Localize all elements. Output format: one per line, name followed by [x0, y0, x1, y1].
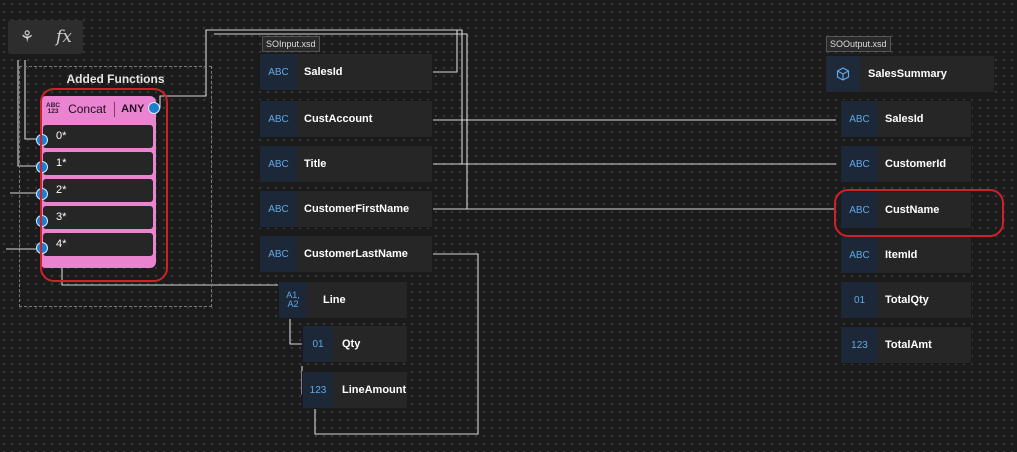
- function-input-2[interactable]: 2*: [43, 179, 153, 202]
- function-input-4[interactable]: 4*: [43, 233, 153, 256]
- string-type-icon: ABC: [260, 191, 297, 227]
- concat-highlight: [40, 88, 168, 282]
- function-input-1[interactable]: 1*: [43, 152, 153, 175]
- added-functions-panel: Added Functions: [19, 66, 212, 307]
- function-input-0[interactable]: 0*: [43, 125, 153, 148]
- number-type-icon: 123: [841, 327, 878, 363]
- string-type-icon: ABC: [260, 101, 297, 137]
- string-type-icon: ABC: [841, 146, 878, 182]
- function-name: Concat: [68, 102, 107, 116]
- target-field-totalqty[interactable]: 01 TotalQty: [841, 282, 971, 318]
- input-label: 4*: [56, 238, 67, 250]
- string-type-icon: ABC: [260, 236, 297, 272]
- concat-header[interactable]: ABC 123 Concat ANY: [40, 96, 156, 122]
- schema-tree-button[interactable]: ⚘: [14, 24, 40, 50]
- output-type: ANY: [121, 103, 145, 115]
- source-array-line[interactable]: A1, A2 Line: [279, 282, 407, 318]
- string-number-type-icon: ABC 123: [46, 101, 61, 115]
- field-name: Title: [304, 158, 327, 170]
- boolean-type-icon: 01: [303, 326, 333, 362]
- custname-highlight: [834, 189, 1004, 237]
- field-name: TotalAmt: [885, 339, 932, 351]
- input-port-2[interactable]: [36, 188, 48, 200]
- input-port-4[interactable]: [36, 242, 48, 254]
- field-name: SalesId: [885, 113, 924, 125]
- source-field-lineamount[interactable]: 123 LineAmount: [303, 372, 407, 408]
- field-name: CustomerId: [885, 158, 947, 170]
- input-port-0[interactable]: [36, 134, 48, 146]
- field-name: TotalQty: [885, 294, 929, 306]
- field-name: CustAccount: [304, 113, 373, 125]
- source-schema-tab[interactable]: SOInput.xsd: [262, 36, 320, 52]
- source-field-custaccount[interactable]: ABC CustAccount: [260, 101, 432, 137]
- target-field-customerid[interactable]: ABC CustomerId: [841, 146, 971, 182]
- array-type-icon: A1, A2: [279, 282, 307, 318]
- number-type-icon: 123: [303, 372, 333, 408]
- source-field-customerlastname[interactable]: ABC CustomerLastName: [260, 236, 432, 272]
- field-name: CustomerLastName: [304, 248, 408, 260]
- mapper-toolbar: ⚘ fx: [8, 20, 83, 54]
- source-field-customerfirstname[interactable]: ABC CustomerFirstName: [260, 191, 432, 227]
- field-name: CustName: [885, 204, 940, 216]
- input-label: 3*: [56, 211, 67, 223]
- field-name: ItemId: [885, 249, 918, 261]
- target-field-itemid[interactable]: ABC ItemId: [841, 237, 971, 273]
- field-name: Line: [323, 294, 346, 306]
- panel-title: Added Functions: [66, 72, 165, 86]
- cube-icon: [826, 56, 860, 92]
- input-label: 2*: [56, 184, 67, 196]
- target-root-salessummary[interactable]: SalesSummary: [826, 56, 994, 92]
- add-function-button[interactable]: fx: [51, 24, 77, 50]
- source-field-qty[interactable]: 01 Qty: [303, 326, 407, 362]
- function-icon: fx: [56, 27, 72, 47]
- input-port-1[interactable]: [36, 161, 48, 173]
- target-field-salesid[interactable]: ABC SalesId: [841, 101, 971, 137]
- source-field-title[interactable]: ABC Title: [260, 146, 432, 182]
- concat-output-port[interactable]: [148, 102, 160, 114]
- boolean-type-icon: 01: [841, 282, 878, 318]
- field-name: CustomerFirstName: [304, 203, 410, 215]
- field-name: Qty: [342, 338, 361, 350]
- string-type-icon: ABC: [841, 237, 878, 273]
- string-type-icon: ABC: [841, 101, 878, 137]
- function-input-3[interactable]: 3*: [43, 206, 153, 229]
- target-field-totalamt[interactable]: 123 TotalAmt: [841, 327, 971, 363]
- string-type-icon: ABC: [260, 146, 297, 182]
- string-type-icon: ABC: [260, 54, 297, 90]
- source-field-salesid[interactable]: ABC SalesId: [260, 54, 432, 90]
- concat-function-node[interactable]: ABC 123 Concat ANY 0* 1* 2* 3* 4*: [40, 96, 156, 268]
- field-name: SalesId: [304, 66, 343, 78]
- target-schema-tab[interactable]: SOOutput.xsd: [826, 36, 891, 52]
- schema-tree-icon: ⚘: [19, 29, 35, 46]
- divider: [114, 101, 116, 117]
- input-label: 1*: [56, 157, 67, 169]
- field-name: LineAmount: [342, 384, 407, 396]
- target-field-custname[interactable]: ABC CustName: [841, 192, 971, 228]
- field-name: SalesSummary: [868, 68, 947, 80]
- input-port-3[interactable]: [36, 215, 48, 227]
- input-label: 0*: [56, 130, 67, 142]
